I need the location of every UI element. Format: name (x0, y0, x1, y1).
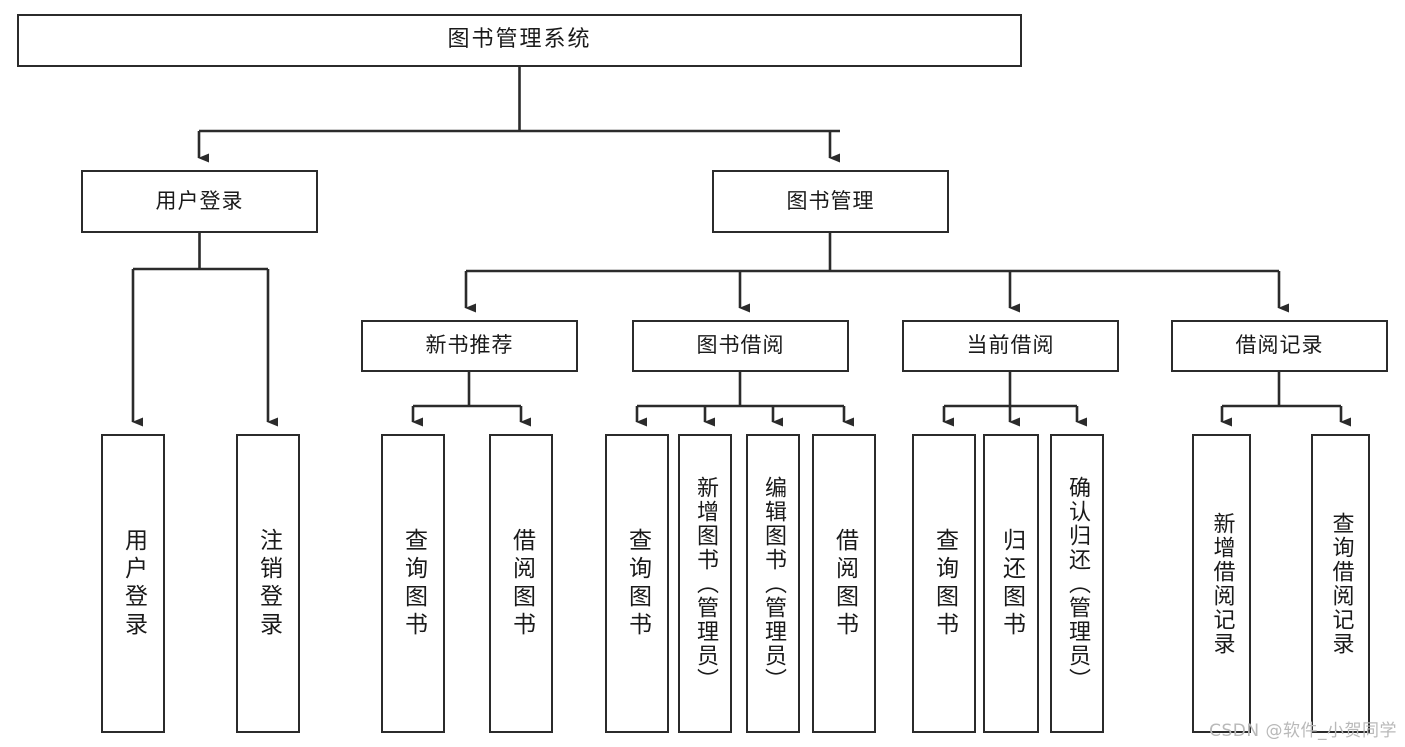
node-label: 查询图书 (400, 527, 427, 640)
node-label: 归还图书 (998, 527, 1025, 640)
node-label: 图书管理 (786, 188, 875, 213)
node-label: 借阅记录 (1235, 333, 1324, 358)
node-label: 查询借阅记录 (1328, 511, 1354, 656)
node-label: 注销登录 (255, 527, 282, 640)
node-label: 新增借阅记录 (1209, 511, 1235, 656)
node-book-manage[interactable]: 图书管理 (712, 170, 949, 233)
leaf-user-login[interactable]: 用户登录 (101, 434, 165, 733)
node-label: 新书推荐 (425, 333, 514, 358)
leaf-add-borrow-record[interactable]: 新增借阅记录 (1192, 434, 1251, 733)
node-borrow-record[interactable]: 借阅记录 (1171, 320, 1388, 372)
node-label: 借阅图书 (508, 527, 535, 640)
leaf-borrow-book-2[interactable]: 借阅图书 (812, 434, 876, 733)
node-label: 编辑图书（管理员） (761, 475, 786, 692)
node-label: 用户登录 (120, 527, 147, 640)
node-new-book-recommend[interactable]: 新书推荐 (361, 320, 578, 372)
node-current-borrow[interactable]: 当前借阅 (902, 320, 1119, 372)
leaf-query-book-1[interactable]: 查询图书 (381, 434, 445, 733)
node-label: 图书管理系统 (447, 27, 592, 53)
leaf-borrow-book-1[interactable]: 借阅图书 (489, 434, 553, 733)
leaf-query-borrow-record[interactable]: 查询借阅记录 (1311, 434, 1370, 733)
node-root-system[interactable]: 图书管理系统 (17, 14, 1022, 67)
leaf-query-book-2[interactable]: 查询图书 (605, 434, 669, 733)
node-label: 新增图书（管理员） (693, 475, 718, 692)
leaf-query-book-3[interactable]: 查询图书 (912, 434, 976, 733)
node-book-borrow[interactable]: 图书借阅 (632, 320, 849, 372)
node-user-login[interactable]: 用户登录 (81, 170, 318, 233)
leaf-confirm-return[interactable]: 确认归还（管理员） (1050, 434, 1104, 733)
node-label: 查询图书 (931, 527, 958, 640)
leaf-edit-book[interactable]: 编辑图书（管理员） (746, 434, 800, 733)
leaf-add-book[interactable]: 新增图书（管理员） (678, 434, 732, 733)
node-label: 用户登录 (155, 188, 244, 213)
node-label: 图书借阅 (696, 333, 785, 358)
leaf-return-book[interactable]: 归还图书 (983, 434, 1039, 733)
node-label: 查询图书 (624, 527, 651, 640)
node-label: 确认归还（管理员） (1065, 475, 1090, 692)
leaf-logout[interactable]: 注销登录 (236, 434, 300, 733)
node-label: 借阅图书 (831, 527, 858, 640)
node-label: 当前借阅 (966, 333, 1055, 358)
